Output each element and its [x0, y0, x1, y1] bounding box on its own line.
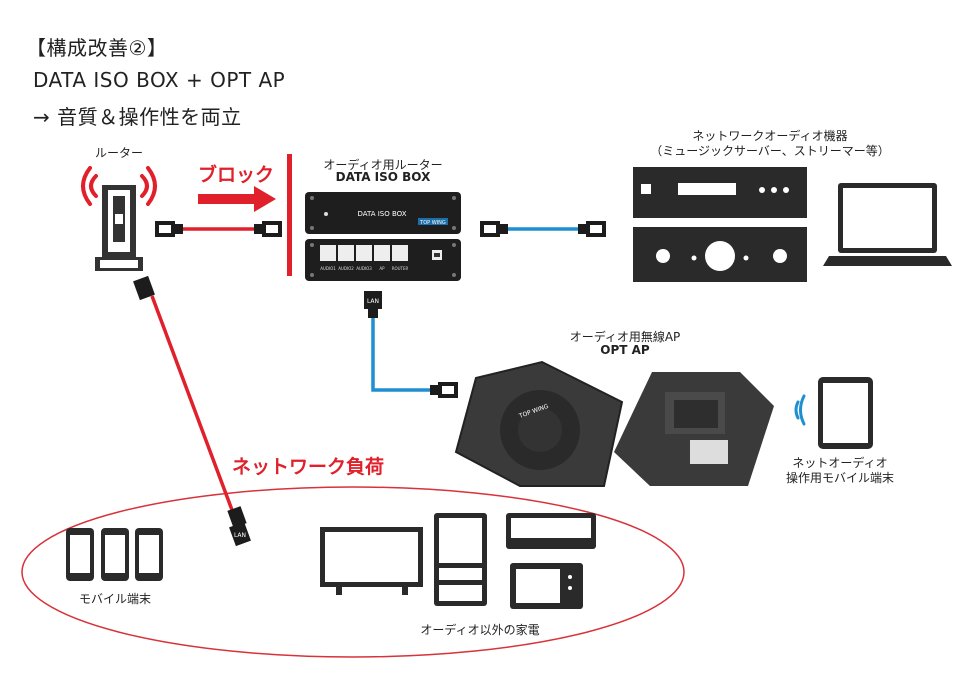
router-icon: [81, 166, 157, 271]
network-audio-sublabel: （ミュージックサーバー、ストリーマー等）: [650, 144, 890, 158]
block-bar: [287, 154, 292, 276]
iso-box-brand: TOP WING: [419, 220, 446, 226]
block-arrow: [198, 186, 276, 212]
lan-label-1: LAN: [367, 298, 379, 305]
router-label: ルーター: [94, 146, 143, 160]
network-audio-equipment-icon: [633, 167, 807, 282]
mobile-devices-label: モバイル端末: [78, 592, 151, 606]
home-network-ellipse: [21, 486, 685, 658]
opt-ap-front-icon: TOP WING: [454, 360, 624, 487]
header-line-1: 【構成改善②】: [26, 36, 168, 60]
header-line-3: → 音質＆操作性を両立: [33, 105, 242, 129]
refrigerator-icon: [434, 513, 487, 606]
iso-box-front-text: DATA ISO BOX: [357, 210, 406, 218]
network-audio-label: ネットワークオーディオ機器: [692, 129, 848, 143]
blue-cable-to-audio-equipment: [480, 221, 606, 237]
red-cable-router-to-home: LAN: [133, 275, 251, 547]
svg-text:AUDIO3: AUDIO3: [356, 266, 372, 271]
laptop-icon: [823, 183, 952, 266]
audio-router-label: オーディオ用ルーター: [323, 158, 443, 172]
appliances-label: オーディオ以外の家電: [420, 623, 540, 637]
mobile-control-label-1: ネットオーディオ: [792, 456, 888, 470]
svg-text:ROUTER: ROUTER: [392, 266, 409, 271]
svg-text:AUDIO2: AUDIO2: [338, 266, 354, 271]
tablet-icon: [818, 377, 873, 449]
wireless-ap-model: OPT AP: [600, 343, 650, 357]
svg-text:AP: AP: [379, 266, 385, 271]
mobile-control-label-2: 操作用モバイル端末: [785, 471, 894, 485]
block-label: ブロック: [198, 164, 275, 186]
header-line-2: DATA ISO BOX + OPT AP: [33, 68, 286, 92]
data-iso-box-front: DATA ISO BOX TOP WING: [305, 192, 461, 234]
lan-label-2: LAN: [234, 532, 246, 539]
network-load-label: ネットワーク負荷: [232, 456, 385, 478]
data-iso-box-back: AUDIO1 AUDIO2 AUDIO3 AP ROUTER: [305, 239, 461, 281]
red-cable-router-to-block: [155, 221, 282, 237]
blue-cable-to-opt-ap: LAN: [364, 291, 458, 398]
tv-icon: [320, 527, 423, 595]
opt-ap-back-icon: [614, 372, 774, 486]
smartphones-icon: [66, 528, 163, 581]
wifi-waves-icon: [794, 394, 806, 426]
audio-router-model: DATA ISO BOX: [335, 170, 431, 184]
microwave-icon: [510, 563, 583, 609]
svg-text:AUDIO1: AUDIO1: [320, 266, 336, 271]
air-conditioner-icon: [506, 513, 596, 549]
wireless-ap-label: オーディオ用無線AP: [569, 330, 681, 344]
